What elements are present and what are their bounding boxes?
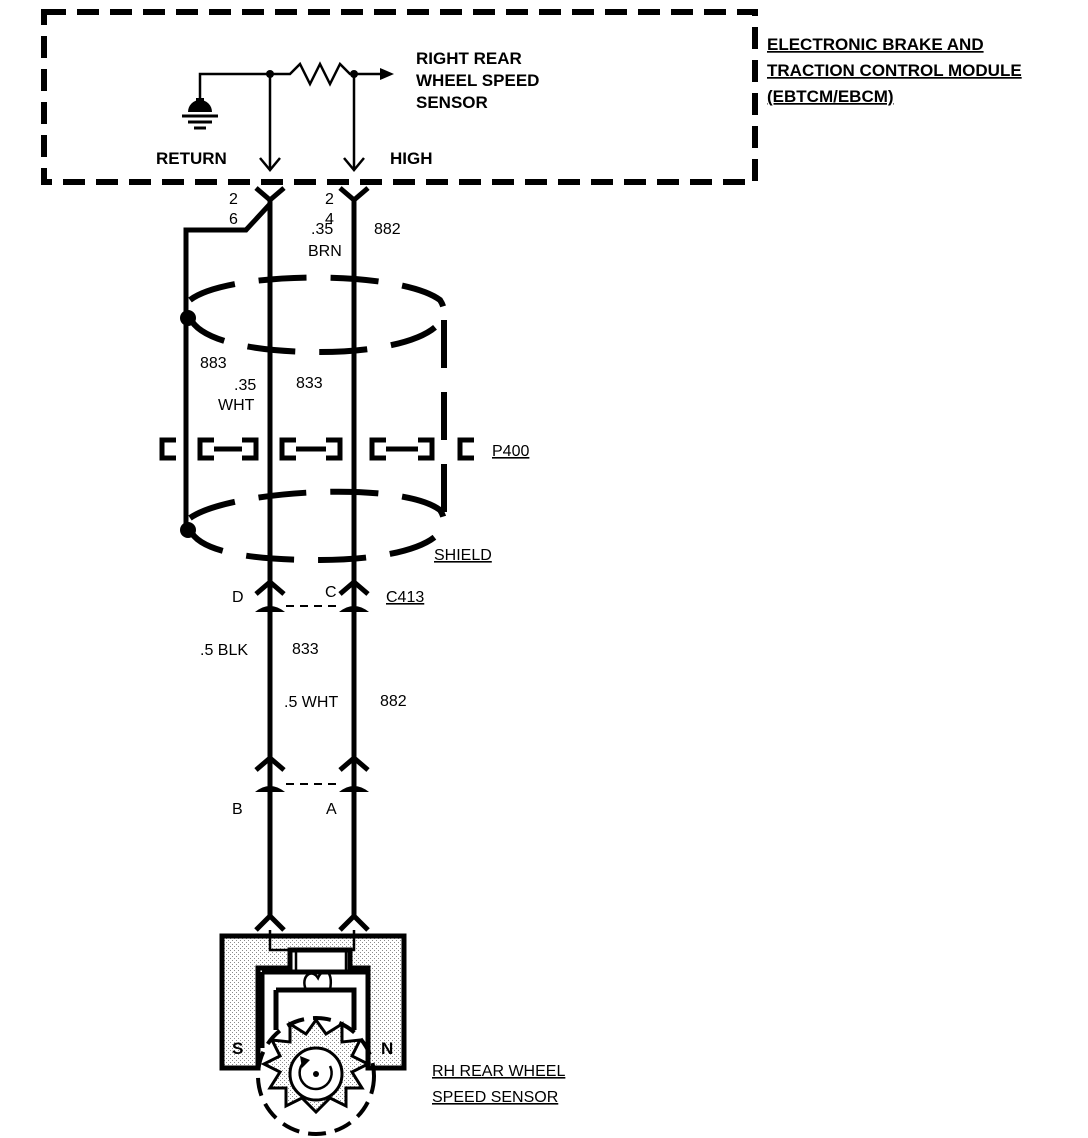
shield-label: SHIELD xyxy=(434,547,492,564)
lower-left-wire-circuit: 833 xyxy=(292,641,319,658)
sensor-conn-left-female xyxy=(254,754,286,772)
rotation-arrowhead-icon xyxy=(300,1056,310,1068)
sensor-leads xyxy=(268,930,356,970)
shield-top-ring xyxy=(187,274,447,356)
sensor-label-line2: WHEEL SPEED xyxy=(416,71,539,90)
pin-right-top: 2 xyxy=(325,191,334,208)
sensor-conn-left-male xyxy=(255,786,285,792)
sensor-label-line1: RIGHT REAR xyxy=(416,49,522,68)
splice-bracket xyxy=(418,437,435,461)
ground-icon xyxy=(182,98,218,130)
c413-terminal-right-male xyxy=(339,606,369,612)
sensor-conn-right-male xyxy=(339,786,369,792)
left-wire-gauge: .35 xyxy=(234,377,256,394)
c413-terminal-left-female xyxy=(254,578,286,596)
return-label: RETURN xyxy=(156,149,227,168)
splice-bracket-right xyxy=(457,437,474,461)
splice-bracket xyxy=(242,437,259,461)
sensor-resistor-icon xyxy=(270,61,380,87)
shield-cylinder: SHIELD xyxy=(187,274,492,564)
sensor-terminal-right xyxy=(338,912,370,932)
drain-wire-circuit: 883 xyxy=(200,355,227,372)
connector-c413: D C C413 xyxy=(232,578,424,612)
right-wire-color: BRN xyxy=(308,243,342,260)
module-title-line1: ELECTRONIC BRAKE AND xyxy=(767,35,984,54)
sensor-connector: B A xyxy=(232,754,370,932)
c413-terminal-left-male xyxy=(255,606,285,612)
lower-right-wire-spec: .5 WHT xyxy=(284,694,338,711)
wheel-speed-sensor-icon: S N xyxy=(219,930,407,1136)
sensor-title-line2: SPEED SENSOR xyxy=(432,1089,558,1106)
pin-left-top: 2 xyxy=(229,191,238,208)
pole-n-label: N xyxy=(381,1039,393,1058)
right-wire-gauge: .35 xyxy=(311,221,333,238)
c413-pin-c: C xyxy=(325,584,337,601)
module-title-line2: TRACTION CONTROL MODULE xyxy=(767,61,1022,80)
ebtcm-module: ELECTRONIC BRAKE AND TRACTION CONTROL MO… xyxy=(41,9,1022,185)
module-boundary xyxy=(41,9,758,185)
splice-bracket xyxy=(326,437,343,461)
high-arrow-icon xyxy=(343,157,365,172)
module-terminals xyxy=(254,186,370,204)
terminal-right xyxy=(338,186,370,204)
sensor-conn-pin-b: B xyxy=(232,801,243,818)
sensor-core xyxy=(259,969,371,1048)
splice-label: P400 xyxy=(492,443,529,460)
lower-left-wire-spec: .5 BLK xyxy=(200,642,248,659)
lower-right-wire-circuit: 882 xyxy=(380,693,407,710)
rotation-arrow-icon xyxy=(298,1061,333,1091)
splice-p400: P400 xyxy=(159,437,529,461)
c413-terminal-right-female xyxy=(338,578,370,596)
splice-bracket xyxy=(197,437,214,461)
splice-bracket xyxy=(279,437,296,461)
sensor-coil-icon xyxy=(303,970,333,991)
sensor-conn-pin-a: A xyxy=(326,801,337,818)
shield-bottom-ring xyxy=(187,488,447,564)
tone-wheel-center xyxy=(313,1071,319,1077)
pin-right-bottom: 4 xyxy=(325,211,334,228)
terminal-left xyxy=(254,186,286,204)
signal-arrow-icon xyxy=(380,68,394,80)
return-arrow-icon xyxy=(259,157,281,172)
pole-s-label: S xyxy=(232,1039,243,1058)
module-title-line3: (EBTCM/EBCM) xyxy=(767,87,894,106)
return-ground-lead xyxy=(198,72,270,100)
high-label: HIGH xyxy=(390,149,433,168)
sensor-terminal-left xyxy=(254,912,286,932)
sensor-title-line1: RH REAR WHEEL xyxy=(432,1063,565,1080)
sensor-pole-piece xyxy=(273,987,357,1030)
left-wire-color: WHT xyxy=(218,397,255,414)
splice-bracket-left xyxy=(159,437,176,461)
splice-bracket xyxy=(369,437,386,461)
right-wire-circuit: 882 xyxy=(374,221,401,238)
c413-pin-d: D xyxy=(232,589,244,606)
drain-wire-883 xyxy=(183,202,272,530)
pin-left-bottom: 6 xyxy=(229,211,238,228)
sensor-label-line3: SENSOR xyxy=(416,93,488,112)
sensor-conn-right-female xyxy=(338,754,370,772)
left-wire-circuit: 833 xyxy=(296,375,323,392)
c413-label: C413 xyxy=(386,589,424,606)
